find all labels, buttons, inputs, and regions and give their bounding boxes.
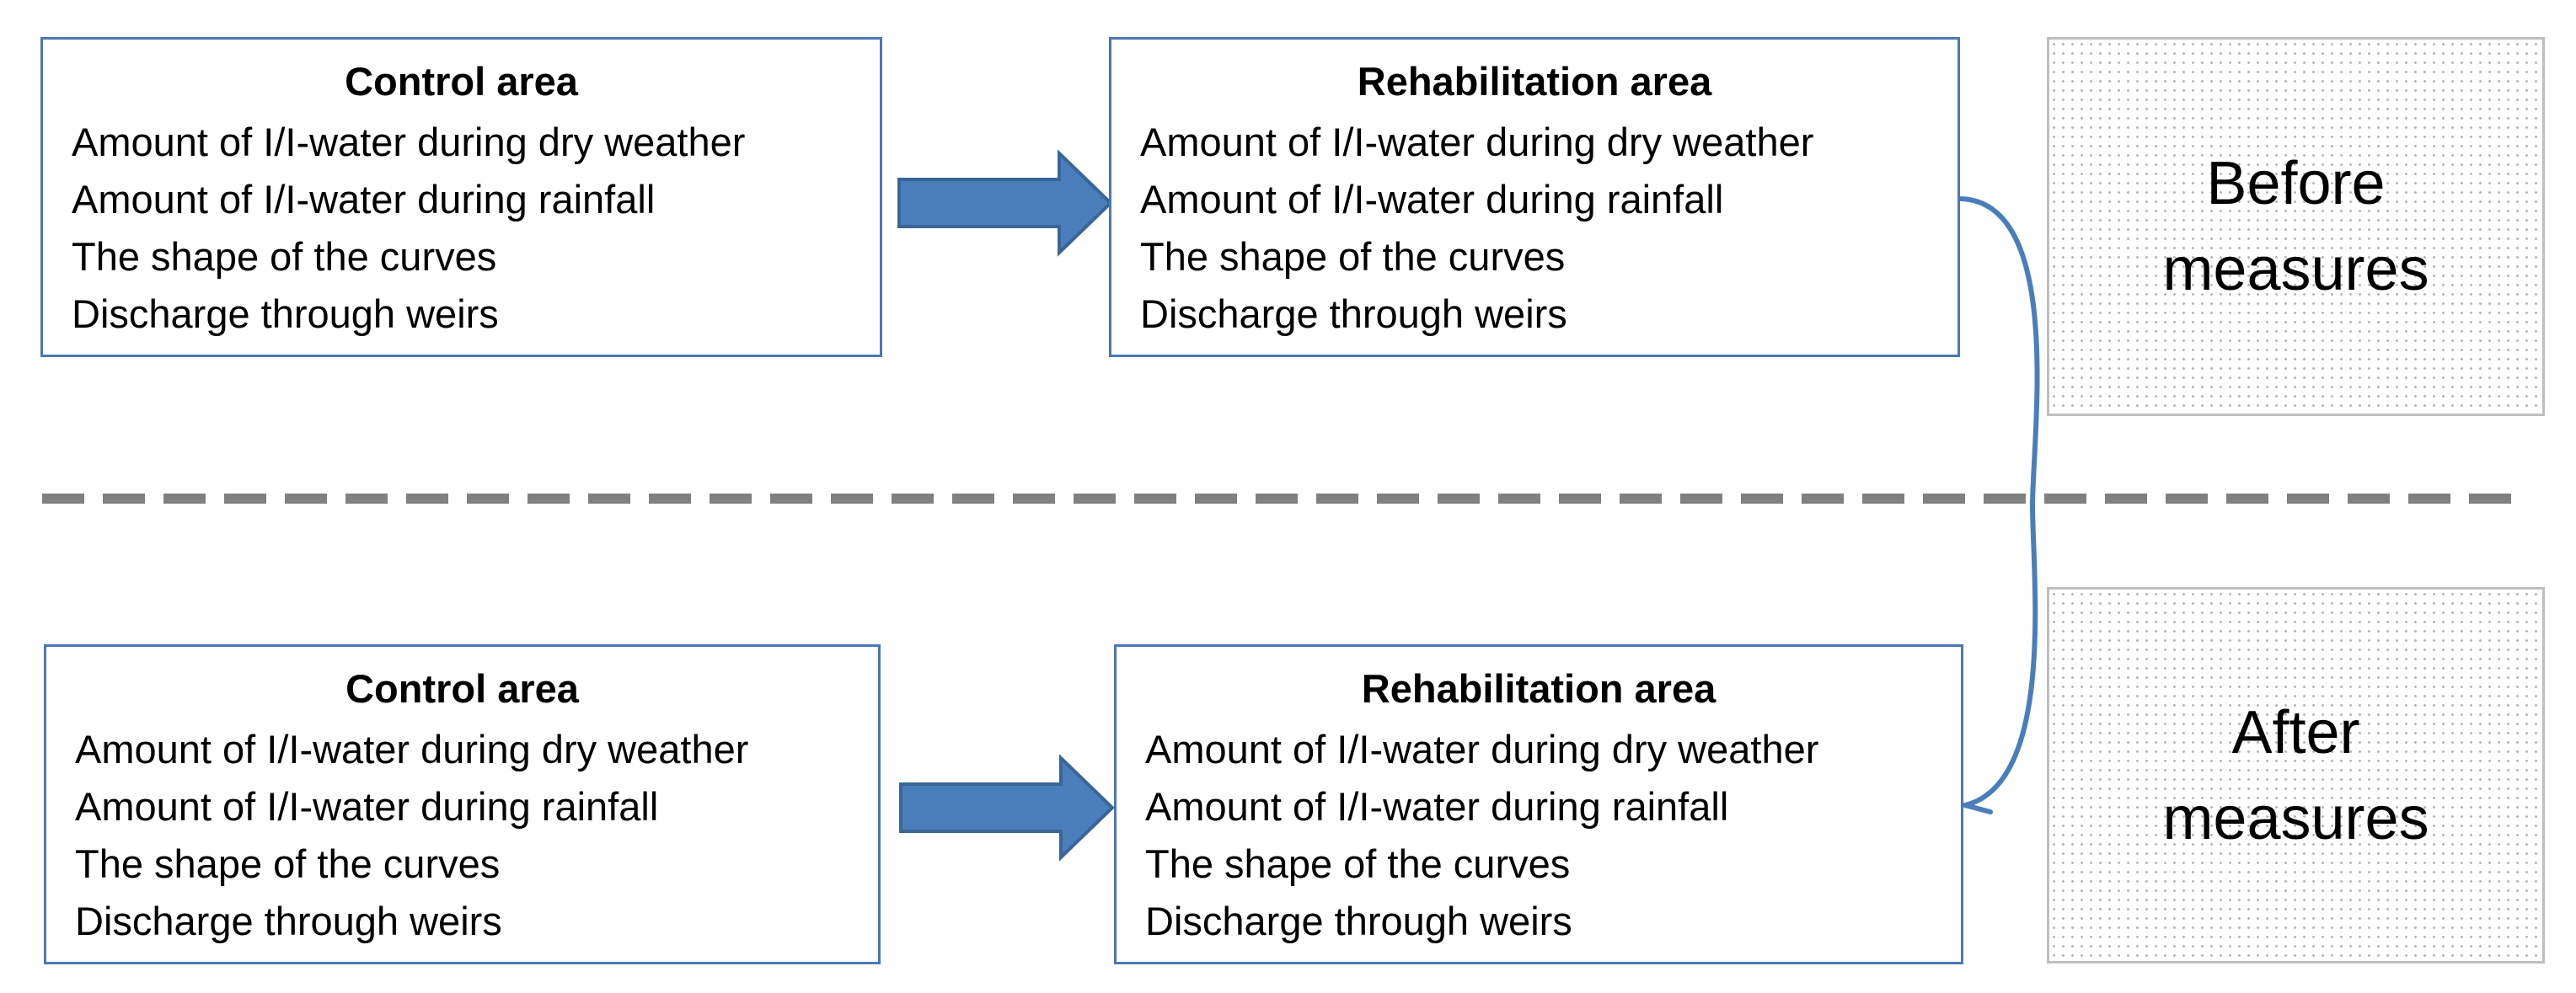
before-measures-panel: Before measures <box>2047 37 2545 416</box>
list-item: Discharge through weirs <box>1145 899 1572 943</box>
before-rehabilitation-area-box: Rehabilitation area Amount of I/I-water … <box>1109 37 1960 357</box>
before-control-area-list: Amount of I/I-water during dry weather A… <box>72 114 871 343</box>
before-control-area-box: Control area Amount of I/I-water during … <box>40 37 882 357</box>
after-measures-panel: After measures <box>2047 587 2545 964</box>
before-measures-label: Before measures <box>2162 150 2429 303</box>
before-control-area-title: Control area <box>345 59 578 104</box>
rehabilitation-connector <box>1958 196 2040 808</box>
list-item: Discharge through weirs <box>1140 291 1567 336</box>
list-item: Amount of I/I-water during rainfall <box>1145 784 1729 829</box>
list-item: Amount of I/I-water during rainfall <box>1140 177 1724 222</box>
after-rehabilitation-area-box: Rehabilitation area Amount of I/I-water … <box>1114 644 1963 964</box>
list-item: Discharge through weirs <box>72 291 499 336</box>
list-item: Amount of I/I-water during dry weather <box>1145 727 1819 771</box>
list-item: Amount of I/I-water during dry weather <box>72 120 746 164</box>
after-flow-arrow <box>899 754 1115 862</box>
list-item: Discharge through weirs <box>75 899 502 943</box>
before-flow-arrow <box>897 149 1113 257</box>
after-control-area-title: Control area <box>345 666 579 711</box>
list-item: The shape of the curves <box>75 841 501 886</box>
rehabilitation-connector-head <box>1963 803 1993 814</box>
after-rehabilitation-area-title: Rehabilitation area <box>1361 666 1716 711</box>
list-item: Amount of I/I-water during dry weather <box>1140 120 1814 164</box>
before-rehabilitation-area-title: Rehabilitation area <box>1357 59 1712 104</box>
after-rehabilitation-area-list: Amount of I/I-water during dry weather A… <box>1145 721 1952 950</box>
list-item: The shape of the curves <box>72 234 497 279</box>
list-item: The shape of the curves <box>1145 841 1571 886</box>
after-measures-label: After measures <box>2162 698 2429 852</box>
list-item: Amount of I/I-water during dry weather <box>75 727 749 771</box>
before-rehabilitation-area-list: Amount of I/I-water during dry weather A… <box>1140 114 1949 343</box>
list-item: The shape of the curves <box>1140 234 1566 279</box>
list-item: Amount of I/I-water during rainfall <box>72 177 656 222</box>
list-item: Amount of I/I-water during rainfall <box>75 784 659 829</box>
after-control-area-list: Amount of I/I-water during dry weather A… <box>75 721 870 950</box>
after-control-area-box: Control area Amount of I/I-water during … <box>44 644 881 964</box>
